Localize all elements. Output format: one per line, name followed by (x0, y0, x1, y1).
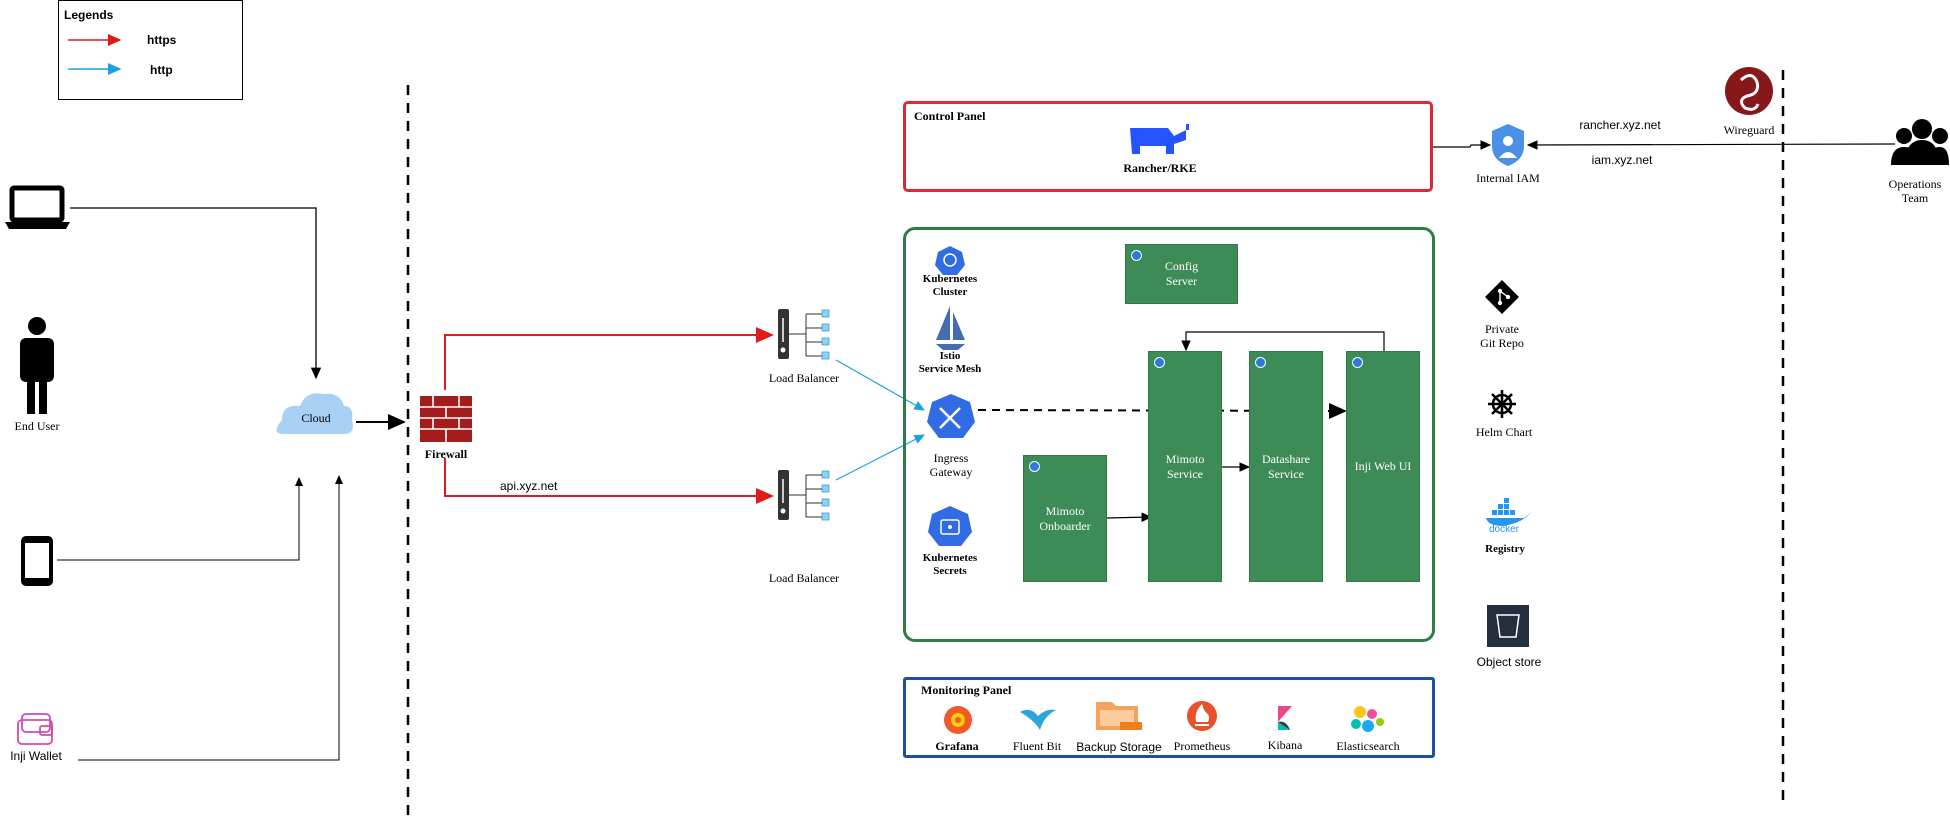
elasticsearch-icon (1351, 706, 1384, 732)
helm-chart-label: Helm Chart (1475, 425, 1533, 439)
fluent-bit-icon (1020, 709, 1056, 730)
mimoto-service[interactable]: Mimoto Service (1148, 351, 1222, 582)
git-repo-label: Private Git Repo (1480, 322, 1524, 350)
legend-https-label: https (147, 33, 177, 47)
docker-icon (1486, 498, 1532, 526)
fluent-bit-label: Fluent Bit (1012, 739, 1062, 753)
istio-icon (936, 306, 965, 350)
ingress-icon (927, 394, 975, 438)
istio-label: Istio Service Mesh (918, 350, 982, 375)
rancher-icon (1130, 124, 1189, 154)
git-icon (1485, 280, 1519, 314)
mimoto-service-label: Mimoto Service (1165, 451, 1205, 481)
load-balancer-icon-top (778, 309, 830, 360)
load-balancer-icon-bottom (778, 470, 830, 521)
docker-logo-text: docker (1488, 524, 1519, 535)
person-icon (20, 317, 54, 414)
load-balancer-label-top: Load Balancer (768, 371, 840, 385)
object-store-label: Object store (1476, 655, 1542, 669)
config-server-label: Config Server (1164, 259, 1199, 288)
rancher-label: Rancher/RKE (1123, 161, 1197, 175)
legend-title: Legends (64, 8, 114, 22)
internal-iam-label: Internal IAM (1476, 171, 1540, 185)
firewall-label: Firewall (424, 447, 468, 461)
elasticsearch-label: Elasticsearch (1336, 739, 1400, 753)
prometheus-label: Prometheus (1173, 739, 1231, 753)
iam-domain-label: iam.xyz.net (1591, 153, 1653, 167)
control-panel: Control Panel (903, 101, 1433, 192)
legend-box: Legends https http (58, 0, 243, 100)
helm-icon (1488, 390, 1516, 418)
backup-storage-icon (1096, 702, 1142, 730)
k8s-cluster-label: Kubernetes Cluster (922, 273, 978, 298)
wireguard-icon (1725, 67, 1773, 115)
iam-shield-icon (1492, 124, 1524, 166)
monitoring-panel-title: Monitoring Panel (921, 683, 1012, 697)
backup-storage-label: Backup Storage (1076, 740, 1162, 754)
k8s-pod-icon (1352, 357, 1363, 368)
ingress-gateway-label: Ingress Gateway (929, 451, 973, 479)
k8s-pod-icon (1255, 357, 1266, 368)
kibana-icon (1278, 706, 1292, 730)
rancher-domain-label: rancher.xyz.net (1579, 118, 1661, 132)
inji-web-ui[interactable]: Inji Web UI (1346, 351, 1420, 582)
grafana-icon (944, 706, 972, 734)
firewall-icon (420, 396, 472, 442)
mimoto-onboarder-label: Mimoto Onboarder (1039, 503, 1091, 533)
laptop-icon (5, 185, 70, 229)
wireguard-label: Wireguard (1723, 123, 1775, 137)
prometheus-icon (1187, 701, 1217, 731)
k8s-pod-icon (1029, 461, 1040, 472)
operations-team-icon (1891, 119, 1949, 165)
legend-http-label: http (150, 63, 173, 77)
cloud-label: Cloud (301, 411, 331, 425)
monitoring-panel: Monitoring Panel (903, 677, 1435, 758)
config-server[interactable]: Config Server (1125, 244, 1238, 304)
kubernetes-cluster-panel (903, 227, 1435, 642)
kibana-label: Kibana (1267, 738, 1303, 752)
k8s-pod-icon (1131, 250, 1142, 261)
kubernetes-secrets-icon (928, 506, 972, 546)
k8s-pod-icon (1154, 357, 1165, 368)
kubernetes-icon (935, 246, 965, 275)
load-balancer-label-bottom: Load Balancer (768, 571, 840, 585)
registry-label: Registry (1485, 543, 1525, 555)
control-panel-title: Control Panel (914, 109, 986, 123)
end-user-label: End User (14, 419, 60, 433)
mimoto-onboarder[interactable]: Mimoto Onboarder (1023, 455, 1107, 582)
k8s-secrets-label: Kubernetes Secrets (922, 552, 978, 577)
api-domain-label: api.xyz.net (500, 479, 558, 493)
datashare-service[interactable]: Datashare Service (1249, 351, 1323, 582)
inji-web-ui-label: Inji Web UI (1354, 459, 1412, 473)
operations-team-label: Operations Team (1888, 177, 1942, 205)
inji-wallet-label: Inji Wallet (10, 749, 62, 763)
phone-icon (21, 536, 53, 586)
wallet-icon (17, 713, 53, 745)
cloud-icon (276, 393, 353, 434)
datashare-service-label: Datashare Service (1262, 451, 1310, 481)
bucket-icon (1487, 605, 1529, 647)
grafana-label: Grafana (935, 739, 979, 753)
